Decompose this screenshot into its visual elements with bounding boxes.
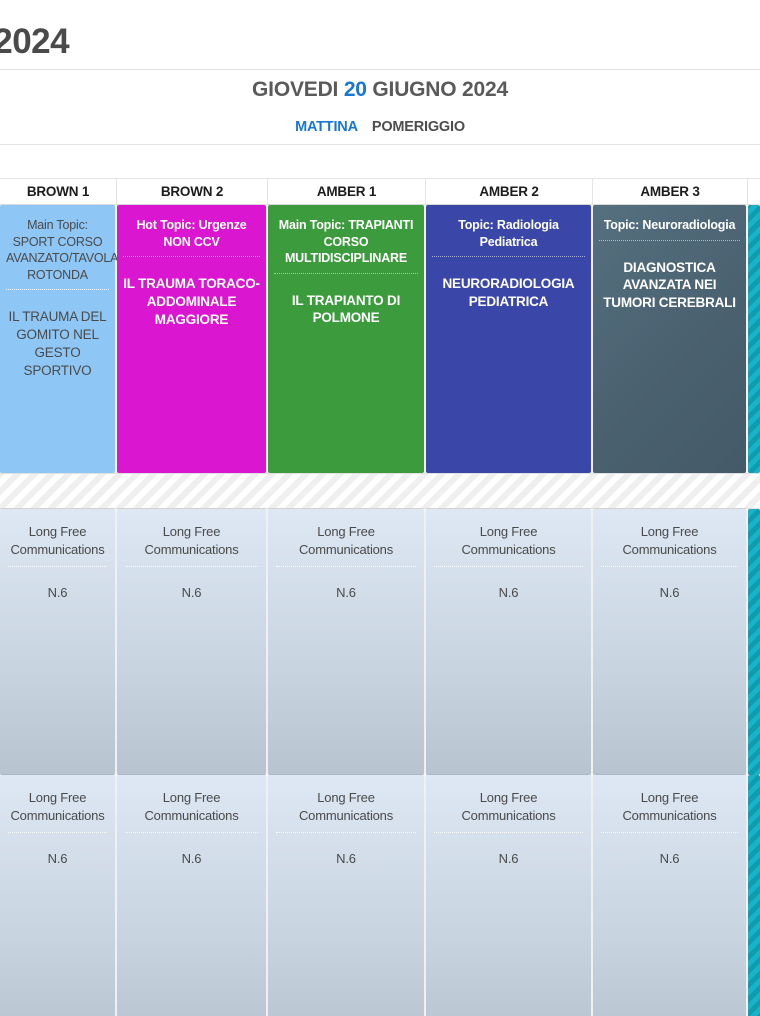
session-title: IL TRAPIANTO DI POLMONE [291, 292, 401, 326]
lfc-topic: Long Free Communications [601, 789, 738, 833]
room-header-amber-1[interactable]: AMBER 1 [268, 179, 426, 204]
room-header-edge-filler [748, 178, 760, 205]
lfc-block[interactable]: Long Free Communications N.6 [117, 775, 266, 1016]
lfc-cell: Long Free Communications N.6 [268, 509, 426, 775]
lfc-count: N.6 [181, 584, 202, 600]
page-title: GIOVEDI 20 GIUGNO 2024 [252, 78, 508, 102]
lfc-cell: Long Free Communications N.6 [0, 775, 117, 1016]
break-band [0, 473, 760, 509]
session-topic: Main Topic: SPORT CORSO AVANZATO/TAVOLA … [6, 217, 119, 290]
lfc-count: N.6 [47, 584, 68, 600]
session-topic: Hot Topic: Urgenze NON CCV [123, 217, 260, 257]
lfc-count: N.6 [336, 850, 356, 866]
lfc-cell: Long Free Communications N.6 [426, 509, 593, 775]
lfc-cell: Long Free Communications N.6 [117, 509, 268, 775]
lfc-topic: Long Free Communications [8, 523, 107, 567]
lfc-block[interactable]: Long Free Communications N.6 [268, 775, 424, 1016]
room-header-amber-3[interactable]: AMBER 3 [593, 179, 748, 204]
lfc-count: N.6 [659, 584, 680, 600]
session-topic: Topic: Neuroradiologia [599, 217, 740, 241]
lfc-block[interactable]: Long Free Communications N.6 [593, 775, 746, 1016]
session-block-trapianti[interactable]: Main Topic: TRAPIANTI CORSO MULTIDISCIPL… [268, 205, 424, 473]
session-block-neuroradiologia[interactable]: Topic: Neuroradiologia DIAGNOSTICA AVANZ… [593, 205, 746, 473]
long-free-communications-row-2: Long Free Communications N.6 Long Free C… [0, 775, 760, 1016]
lfc-topic: Long Free Communications [601, 523, 738, 567]
session-cell-amber-3: Topic: Neuroradiologia DIAGNOSTICA AVANZ… [593, 205, 748, 473]
lfc-count: N.6 [47, 850, 68, 866]
room-header-row: BROWN 1 BROWN 2 AMBER 1 AMBER 2 AMBER 3 [0, 178, 760, 205]
year-fragment-text: 2024 [0, 22, 70, 61]
date-prefix: GIOVEDI [252, 78, 339, 101]
tab-mattina[interactable]: MATTINA [295, 119, 358, 135]
session-cell-brown-1: Main Topic: SPORT CORSO AVANZATO/TAVOLA … [0, 205, 119, 473]
session-block-sport[interactable]: Main Topic: SPORT CORSO AVANZATO/TAVOLA … [0, 205, 119, 473]
session-cell-amber-2: Topic: Radiologia Pediatrica NEURORADIOL… [426, 205, 593, 473]
lfc-count: N.6 [498, 850, 519, 866]
edge-column-lfc-row-1[interactable] [748, 509, 760, 775]
lfc-block[interactable]: Long Free Communications N.6 [0, 509, 115, 775]
lfc-topic: Long Free Communications [434, 789, 583, 833]
lfc-topic: Long Free Communications [125, 789, 258, 833]
date-suffix: GIUGNO 2024 [372, 78, 508, 101]
lfc-block[interactable]: Long Free Communications N.6 [117, 509, 266, 775]
session-cell-brown-2: Hot Topic: Urgenze NON CCV IL TRAUMA TOR… [117, 205, 268, 473]
schedule-grid: BROWN 1 BROWN 2 AMBER 1 AMBER 2 AMBER 3 … [0, 146, 760, 1016]
lfc-topic: Long Free Communications [434, 523, 583, 567]
long-free-communications-row-1: Long Free Communications N.6 Long Free C… [0, 509, 760, 775]
lfc-cell: Long Free Communications N.6 [593, 509, 748, 775]
date-bar: GIOVEDI 20 GIUGNO 2024 [0, 70, 760, 110]
lfc-block[interactable]: Long Free Communications N.6 [0, 775, 115, 1016]
lfc-cell: Long Free Communications N.6 [268, 775, 426, 1016]
session-tabs: MATTINA POMERIGGIO [0, 110, 760, 145]
date-day: 20 [343, 78, 367, 101]
year-fragment-label: I2024 [0, 22, 70, 62]
edge-column-session-block[interactable] [748, 205, 760, 473]
lfc-block[interactable]: Long Free Communications N.6 [593, 509, 746, 775]
session-title: IL TRAUMA TORACO-ADDOMINALE MAGGIORE [123, 276, 260, 327]
lfc-cell: Long Free Communications N.6 [426, 775, 593, 1016]
lfc-block[interactable]: Long Free Communications N.6 [426, 509, 591, 775]
edge-column-lfc-row-2[interactable] [748, 775, 760, 1016]
lfc-topic: Long Free Communications [276, 523, 416, 567]
lfc-count: N.6 [336, 584, 356, 600]
session-block-urgenze[interactable]: Hot Topic: Urgenze NON CCV IL TRAUMA TOR… [117, 205, 266, 473]
lfc-block[interactable]: Long Free Communications N.6 [426, 775, 591, 1016]
session-block-row: Main Topic: SPORT CORSO AVANZATO/TAVOLA … [0, 205, 760, 473]
lfc-count: N.6 [181, 850, 202, 866]
lfc-count: N.6 [659, 850, 680, 866]
session-cell-amber-1: Main Topic: TRAPIANTI CORSO MULTIDISCIPL… [268, 205, 426, 473]
session-topic: Topic: Radiologia Pediatrica [432, 217, 585, 257]
lfc-cell: Long Free Communications N.6 [593, 775, 748, 1016]
lfc-block[interactable]: Long Free Communications N.6 [268, 509, 424, 775]
session-title: DIAGNOSTICA AVANZATA NEI TUMORI CEREBRAL… [603, 259, 736, 311]
room-header-brown-2[interactable]: BROWN 2 [117, 179, 268, 204]
session-title: NEURORADIOLOGIA PEDIATRICA [442, 276, 575, 309]
lfc-cell: Long Free Communications N.6 [117, 775, 268, 1016]
lfc-topic: Long Free Communications [125, 523, 258, 567]
room-header-amber-2[interactable]: AMBER 2 [426, 179, 593, 204]
session-title: IL TRAUMA DEL GOMITO NEL GESTO SPORTIVO [8, 309, 107, 378]
room-header-brown-1[interactable]: BROWN 1 [0, 179, 117, 204]
session-topic: Main Topic: TRAPIANTI CORSO MULTIDISCIPL… [274, 217, 418, 274]
lfc-count: N.6 [498, 584, 519, 600]
lfc-cell: Long Free Communications N.6 [0, 509, 117, 775]
session-block-radiologia-pediatrica[interactable]: Topic: Radiologia Pediatrica NEURORADIOL… [426, 205, 591, 473]
top-bar: I2024 [0, 0, 760, 70]
lfc-topic: Long Free Communications [8, 789, 107, 833]
lfc-topic: Long Free Communications [276, 789, 416, 833]
tab-pomeriggio[interactable]: POMERIGGIO [371, 119, 465, 135]
